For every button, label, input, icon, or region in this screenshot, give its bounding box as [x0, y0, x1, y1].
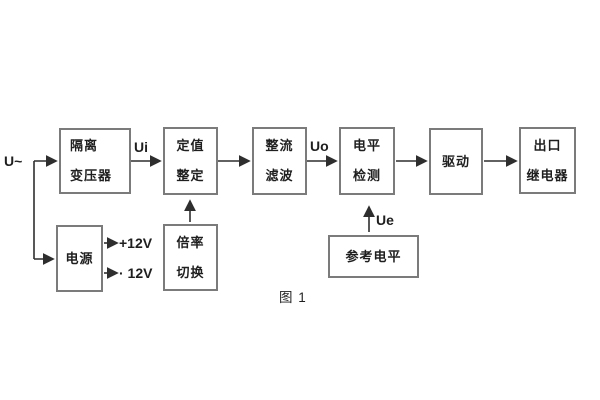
signal-ue-label: Ue [376, 212, 394, 228]
node-label: 检测 [352, 168, 381, 183]
node-label: 出口 [533, 137, 562, 153]
node-rectify-filter: 整流 滤波 [252, 127, 307, 195]
node-ratio-switch: 倍率 切换 [163, 224, 218, 291]
signal-ui-label: Ui [134, 139, 148, 155]
signal-input-label: U~ [4, 153, 23, 169]
node-label: 驱动 [441, 153, 470, 169]
node-reference-level: 参考电平 [328, 235, 419, 278]
node-label: 整定 [176, 168, 205, 183]
signal-uo-label: Uo [310, 138, 329, 154]
node-output-relay: 出口 继电器 [519, 127, 576, 194]
node-isolation-transformer: 隔离 变压器 [59, 128, 131, 194]
node-value-setting: 定值 整定 [163, 127, 218, 195]
rail-neg-label: · 12V [119, 265, 153, 281]
node-power: 电源 [56, 225, 103, 292]
node-label: 参考电平 [345, 248, 402, 264]
node-label: 继电器 [526, 167, 569, 183]
node-label: 整流 [265, 138, 294, 153]
node-label: 隔离 [70, 138, 99, 153]
node-level-detect: 电平 检测 [339, 127, 395, 195]
rail-pos-label: +12V [119, 235, 153, 251]
node-drive: 驱动 [429, 128, 483, 195]
node-label: 滤波 [265, 168, 294, 183]
node-label: 变压器 [70, 168, 113, 183]
node-label: 定值 [176, 138, 205, 153]
node-label: 电源 [65, 250, 94, 266]
node-label: 倍率 [176, 234, 205, 250]
node-label: 电平 [352, 138, 381, 153]
node-label: 切换 [176, 264, 205, 280]
figure-caption: 图 1 [279, 290, 307, 305]
